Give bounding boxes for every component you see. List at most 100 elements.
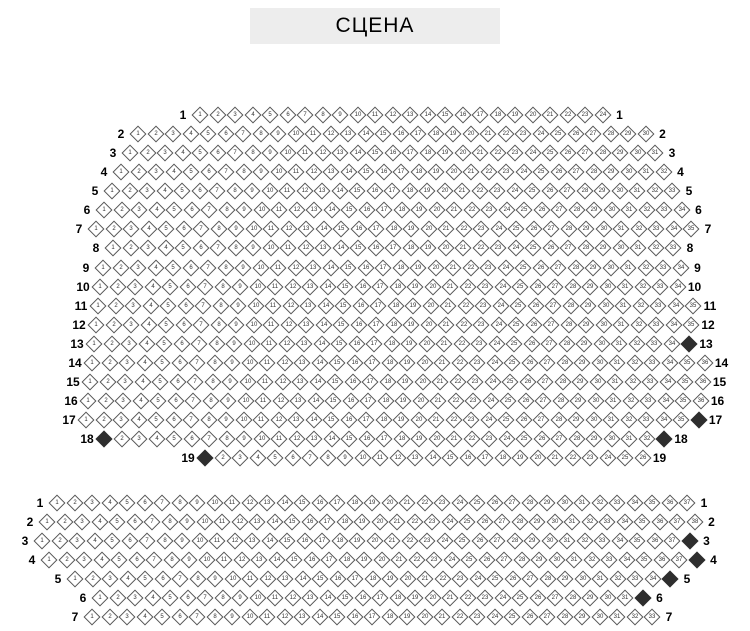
seat[interactable]: 21 [398,494,416,512]
seat[interactable]: 8 [214,589,231,607]
seat[interactable]: 23 [466,373,484,391]
seat[interactable]: 28 [556,608,573,626]
seat[interactable]: 6 [173,335,190,353]
seat[interactable]: 6 [175,316,192,334]
seat[interactable]: 33 [654,259,672,277]
seat[interactable]: 4 [182,125,199,143]
seat[interactable]: 21 [479,125,497,143]
seat[interactable]: 30 [541,532,558,550]
seat[interactable]: 23 [468,608,486,626]
seat[interactable]: 27 [544,297,562,315]
seat[interactable]: 21 [453,182,471,200]
seat[interactable]: 2 [97,392,114,410]
seat[interactable]: 3 [120,335,138,353]
seat[interactable]: 30 [591,608,608,626]
seat[interactable]: 31 [606,373,624,391]
seat[interactable]: 13 [401,106,419,124]
seat[interactable]: 8 [189,570,206,588]
seat[interactable]: 37 [670,551,688,569]
seat[interactable]: 10 [247,297,264,315]
seat[interactable]: 30 [620,163,637,181]
seat[interactable]: 8 [319,449,336,467]
seat[interactable]: 29 [619,125,637,143]
seat[interactable]: 22 [463,201,480,219]
seat[interactable]: 13 [322,163,340,181]
seat[interactable]: 10 [262,239,279,257]
seat[interactable]: 7 [184,392,202,410]
seat[interactable]: 11 [266,589,284,607]
seat[interactable]: 28 [511,513,528,531]
seat[interactable]: 14 [332,239,349,257]
seat[interactable]: 12 [322,125,339,143]
seat[interactable]: 5 [261,106,279,124]
seat[interactable]: 21 [454,239,472,257]
seat[interactable]: 12 [241,494,258,512]
seat[interactable]: 2 [139,144,156,162]
seat[interactable]: 21 [439,297,457,315]
seat[interactable]: 12 [288,430,305,448]
seat[interactable]: 17 [361,373,379,391]
seat[interactable]: 8 [210,220,227,238]
seat[interactable]: 25 [497,411,515,429]
seat[interactable]: 8 [206,354,223,372]
seat[interactable]: 17 [374,259,392,277]
seat[interactable]: 20 [416,608,433,626]
seat[interactable]: 10 [239,373,256,391]
seat[interactable]: 31 [616,589,634,607]
seat[interactable]: 19 [410,430,428,448]
seat[interactable]: 32 [632,297,649,315]
seat[interactable]: 11 [223,494,241,512]
seat[interactable]: 12 [272,392,289,410]
seat[interactable]: 18 [427,125,444,143]
seat[interactable]: 13 [301,278,319,296]
seat[interactable]: 13 [250,551,268,569]
seat[interactable]: 6 [209,144,226,162]
seat[interactable]: 4 [130,411,147,429]
seat[interactable]: 33 [639,392,657,410]
seat[interactable]: 12 [270,411,287,429]
seat[interactable]: 16 [348,335,365,353]
seat[interactable]: 26 [478,551,495,569]
seat[interactable]: 30 [595,316,612,334]
seat[interactable]: 15 [283,513,301,531]
seat[interactable]: 35 [643,494,661,512]
seat[interactable]: 4 [136,608,153,626]
seat[interactable]: 1 [48,494,66,512]
seat[interactable]: 11 [254,392,272,410]
seat[interactable]: 22 [459,278,476,296]
seat[interactable]: 12 [276,608,293,626]
seat[interactable]: 7 [145,551,163,569]
seat[interactable]: 5 [155,335,173,353]
seat[interactable]: 28 [602,125,619,143]
seat[interactable]: 22 [451,608,468,626]
seat[interactable]: 13 [313,182,331,200]
seat[interactable]: 32 [630,220,647,238]
seat[interactable]: 31 [558,532,576,550]
seat[interactable]: 13 [297,316,315,334]
seat[interactable]: 33 [608,494,626,512]
seat[interactable]: 30 [589,373,606,391]
seat[interactable]: 20 [381,494,398,512]
seat[interactable]: 32 [638,430,655,448]
seat[interactable]: 19 [406,589,424,607]
seat[interactable]: 7 [301,449,319,467]
seat[interactable]: 4 [174,144,191,162]
seat[interactable]: 24 [492,297,509,315]
seat[interactable]: 12 [274,373,291,391]
seat[interactable]: 24 [506,182,523,200]
seat[interactable]: 14 [307,392,324,410]
seat[interactable]: 5 [182,163,200,181]
seat[interactable]: 7 [182,411,200,429]
seat[interactable]: 12 [276,354,293,372]
seat[interactable]: 24 [498,430,515,448]
seat[interactable]: 8 [227,239,244,257]
seat[interactable]: 1 [33,532,51,550]
seat[interactable]: 9 [219,392,237,410]
seat[interactable]: 2 [122,239,139,257]
seat[interactable]: 15 [441,449,459,467]
seat[interactable]: 32 [634,278,651,296]
seat[interactable]: 6 [179,278,196,296]
seat[interactable]: 12 [280,316,297,334]
seat[interactable]: 34 [672,259,689,277]
seat[interactable]: 16 [354,278,371,296]
